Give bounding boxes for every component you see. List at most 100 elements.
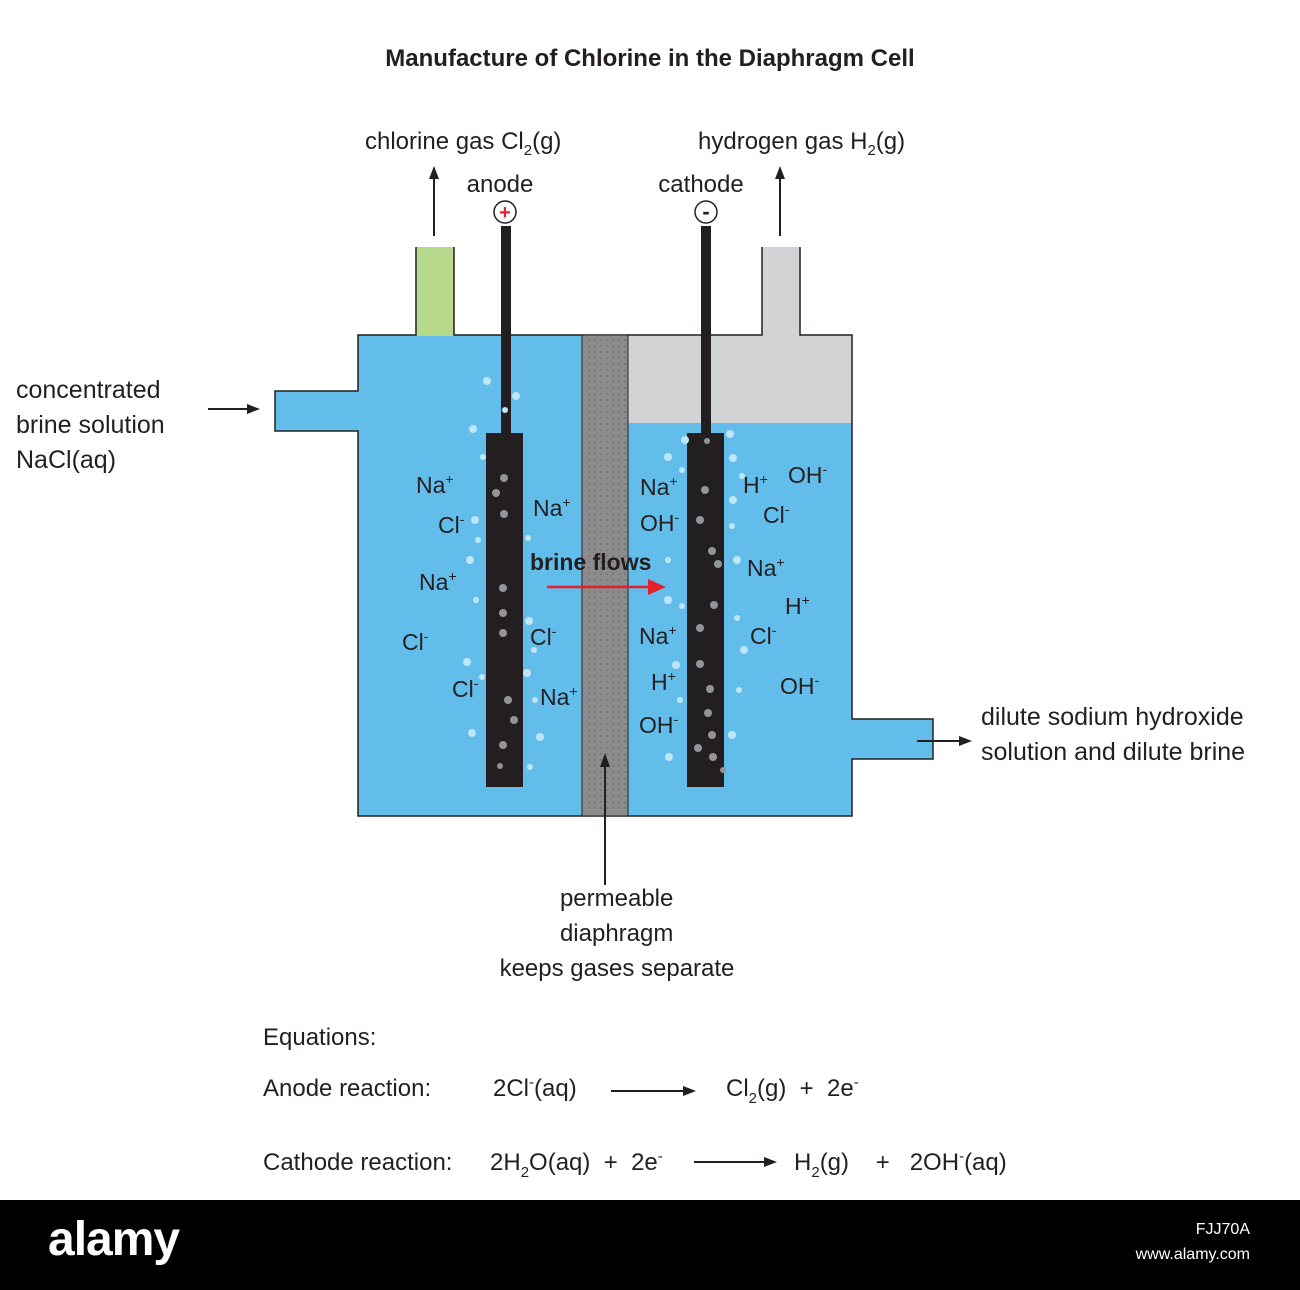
inlet-label: concentrated brine solution NaCl(aq) bbox=[16, 376, 172, 474]
gas-bubble bbox=[512, 392, 520, 400]
gas-bubble bbox=[729, 496, 737, 504]
ion-label: H+ bbox=[743, 471, 768, 498]
chlorine-out-arrow bbox=[429, 166, 439, 236]
stock-site-link[interactable]: www.alamy.com bbox=[1135, 1246, 1250, 1263]
cathode-terminal bbox=[694, 200, 718, 224]
ion-label: Na+ bbox=[747, 554, 785, 581]
gas-bubble bbox=[466, 556, 474, 564]
gas-bubble bbox=[736, 687, 742, 693]
inlet-arrow bbox=[208, 404, 260, 414]
ion-label: Na+ bbox=[533, 494, 571, 521]
gas-bubble bbox=[510, 716, 518, 724]
gas-bubble bbox=[499, 609, 507, 617]
gas-bubble bbox=[709, 753, 717, 761]
gas-bubble bbox=[701, 486, 709, 494]
gas-bubble bbox=[480, 454, 486, 460]
anode-rod bbox=[501, 226, 511, 436]
gas-bubble bbox=[499, 629, 507, 637]
ion-label: Na+ bbox=[639, 622, 677, 649]
diaphragm bbox=[581, 334, 629, 817]
gas-bubble bbox=[664, 596, 672, 604]
gas-bubble bbox=[696, 624, 704, 632]
gas-bubble bbox=[531, 647, 537, 653]
gas-bubble bbox=[679, 467, 685, 473]
gas-bubble bbox=[527, 764, 533, 770]
gas-bubble bbox=[497, 763, 503, 769]
cathode-label: cathode bbox=[658, 171, 743, 198]
ion-label: Cl- bbox=[402, 628, 429, 655]
stock-image-id: FJJ70A bbox=[1195, 1221, 1250, 1238]
gas-bubble bbox=[679, 603, 685, 609]
ion-label: Na+ bbox=[419, 568, 457, 595]
anode-reactant: 2Cl-(aq) bbox=[493, 1074, 577, 1102]
gas-bubble bbox=[696, 660, 704, 668]
alamy-logo[interactable]: alamy bbox=[48, 1213, 180, 1266]
ion-label: H+ bbox=[651, 668, 676, 695]
gas-bubble bbox=[483, 377, 491, 385]
gas-bubble bbox=[708, 547, 716, 555]
gas-bubble bbox=[720, 767, 726, 773]
gas-bubble bbox=[728, 731, 736, 739]
gas-bubble bbox=[729, 523, 735, 529]
gas-bubble bbox=[475, 537, 481, 543]
gas-bubble bbox=[523, 669, 531, 677]
gas-bubble bbox=[708, 731, 716, 739]
ion-label: Cl- bbox=[530, 623, 557, 650]
anode-label: anode bbox=[467, 171, 534, 198]
outlet-arrow bbox=[917, 736, 972, 746]
gas-bubble bbox=[704, 709, 712, 717]
gas-bubble bbox=[710, 601, 718, 609]
gas-bubble bbox=[492, 489, 500, 497]
gas-bubble bbox=[471, 516, 479, 524]
gas-bubble bbox=[468, 729, 476, 737]
ion-label: OH- bbox=[780, 672, 820, 699]
gas-bubble bbox=[677, 697, 683, 703]
gas-bubble bbox=[500, 474, 508, 482]
hydrogen-gas-label: hydrogen gas H2(g) bbox=[698, 128, 905, 159]
ion-label: OH- bbox=[640, 509, 680, 536]
anode-reaction-label: Anode reaction: bbox=[263, 1075, 431, 1102]
diaphragm-label: permeable diaphragm keeps gases separate bbox=[500, 885, 735, 982]
footer-bar bbox=[0, 1200, 1300, 1290]
gas-bubble bbox=[502, 407, 508, 413]
chlorine-exit-pipe bbox=[416, 247, 454, 336]
gas-bubble bbox=[532, 697, 538, 703]
gas-bubble bbox=[463, 658, 471, 666]
gas-bubble bbox=[536, 733, 544, 741]
gas-bubble bbox=[733, 556, 741, 564]
ion-label: H+ bbox=[785, 592, 810, 619]
gas-bubble bbox=[694, 744, 702, 752]
anode-reaction-arrow bbox=[611, 1086, 696, 1096]
ion-label: Na+ bbox=[416, 471, 454, 498]
diaphragm-texture bbox=[588, 339, 626, 809]
ion-label: Na+ bbox=[640, 473, 678, 500]
gas-bubble bbox=[499, 741, 507, 749]
gas-bubble bbox=[665, 753, 673, 761]
ion-label: Cl- bbox=[438, 511, 465, 538]
ion-label: Cl- bbox=[750, 622, 777, 649]
hydrogen-out-arrow bbox=[775, 166, 785, 236]
inlet-pipe bbox=[275, 391, 359, 431]
gas-bubble bbox=[525, 617, 533, 625]
gas-bubble bbox=[504, 696, 512, 704]
hydrogen-exit-pipe bbox=[762, 247, 800, 336]
ions: Na+Cl-Na+Cl-Cl-Na+Cl-Na+Na+OH-Na+H+OH-H+… bbox=[402, 461, 828, 738]
outlet-pipe bbox=[851, 719, 933, 759]
gas-bubble bbox=[681, 436, 689, 444]
equations-heading: Equations: bbox=[263, 1024, 376, 1051]
gas-bubble bbox=[729, 454, 737, 462]
gas-bubble bbox=[469, 425, 477, 433]
outlet-label: dilute sodium hydroxide solution and dil… bbox=[981, 703, 1251, 766]
gas-bubble bbox=[714, 560, 722, 568]
cathode-product: H2(g) + 2OH-(aq) bbox=[794, 1148, 1007, 1181]
gas-bubble bbox=[665, 557, 671, 563]
gas-bubble bbox=[672, 661, 680, 669]
gas-bubble bbox=[500, 510, 508, 518]
gas-bubble bbox=[704, 438, 710, 444]
gas-bubble bbox=[664, 453, 672, 461]
ion-label: Cl- bbox=[763, 501, 790, 528]
cathode-reaction-label: Cathode reaction: bbox=[263, 1149, 452, 1176]
diagram-title: Manufacture of Chlorine in the Diaphragm… bbox=[385, 45, 914, 72]
gas-bubble bbox=[479, 674, 485, 680]
